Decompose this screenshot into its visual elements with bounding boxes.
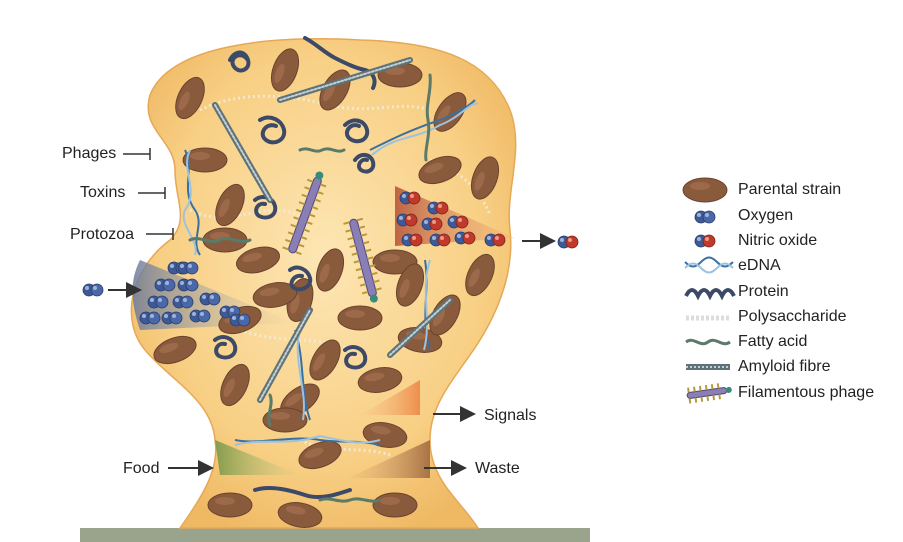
substratum: [80, 528, 590, 542]
nitric-oxide-molecule: [455, 232, 475, 244]
parental-strain-cell: [208, 493, 252, 517]
nitric-oxide-molecule: [430, 234, 450, 246]
legend-label-nitric-oxide: Nitric oxide: [738, 232, 817, 250]
oxygen-molecule: [230, 314, 250, 326]
legend-label-protein: Protein: [738, 283, 789, 301]
parental-strain-cell: [338, 306, 382, 330]
legend-protein-icon: [686, 290, 734, 296]
oxygen-molecule: [178, 279, 198, 291]
legend-label-edna: eDNA: [738, 257, 781, 275]
oxygen-molecule: [178, 262, 198, 274]
nitric-oxide-molecule: [485, 234, 505, 246]
oxygen-molecule: [155, 279, 175, 291]
oxygen-molecule: [148, 296, 168, 308]
legend-filamentous-phage-icon: [686, 382, 733, 404]
legend-icons: [683, 178, 734, 404]
toxins-label: Toxins: [80, 184, 125, 202]
oxygen-molecule: [190, 310, 210, 322]
waste-label: Waste: [475, 460, 520, 478]
legend-label-amyloid-fibre: Amyloid fibre: [738, 358, 830, 376]
legend-label-oxygen: Oxygen: [738, 207, 793, 225]
phages-label: Phages: [62, 145, 116, 163]
legend-label-fatty-acid: Fatty acid: [738, 333, 807, 351]
nitric-oxide-molecule: [400, 192, 420, 204]
legend-label-polysaccharide: Polysaccharide: [738, 308, 847, 326]
oxygen-molecule: [173, 296, 193, 308]
legend-oxygen-icon: [695, 211, 715, 223]
nitric-oxide-molecule: [422, 218, 442, 230]
oxygen-molecule: [162, 312, 182, 324]
nitric-oxide-molecule: [402, 234, 422, 246]
legend-edna-icon: [685, 258, 733, 273]
oxygen-in-molecule: [83, 284, 103, 296]
food-label: Food: [123, 460, 159, 478]
protozoa-label: Protozoa: [70, 226, 134, 244]
legend-nitric-oxide-icon: [695, 235, 715, 247]
legend-parental-strain-icon: [683, 178, 727, 202]
signals-label: Signals: [484, 407, 536, 425]
parental-strain-cell: [373, 493, 417, 517]
legend-label-filamentous-phage: Filamentous phage: [738, 384, 874, 402]
nitric-oxide-molecule: [448, 216, 468, 228]
oxygen-molecule: [200, 293, 220, 305]
nitric-oxide-molecule: [428, 202, 448, 214]
oxygen-molecule: [140, 312, 160, 324]
legend-label-parental-strain: Parental strain: [738, 181, 841, 199]
legend-fatty-acid-icon: [686, 340, 730, 343]
nitric-oxide-out-molecule: [558, 236, 578, 248]
nitric-oxide-molecule: [397, 214, 417, 226]
